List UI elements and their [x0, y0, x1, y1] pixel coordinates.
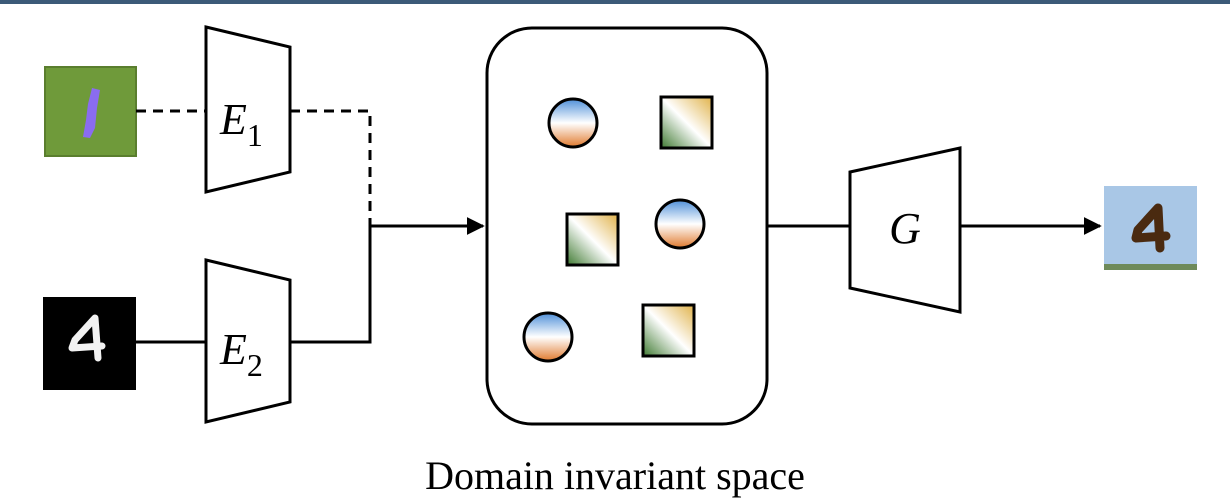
latent-circle-3 [522, 311, 574, 363]
output-image-digit [1104, 186, 1197, 270]
latent-circle-1 [547, 97, 599, 149]
dashed-connector-e1-out [290, 109, 372, 226]
encoder-e2-label: E2 [219, 325, 263, 383]
latent-square-3 [641, 303, 696, 358]
top-border [0, 0, 1230, 4]
connector-e2-out [290, 226, 372, 344]
encoder-e1: E1 [204, 25, 292, 194]
input-image-color-digit [44, 66, 137, 157]
latent-circle-2 [654, 198, 706, 250]
encoder-e2: E2 [204, 258, 292, 424]
generator-label: G [889, 204, 921, 253]
input-image-mnist-digit [43, 297, 136, 390]
latent-square-1 [659, 95, 714, 150]
latent-space-caption: Domain invariant space [425, 453, 805, 498]
encoder-e1-label: E1 [219, 95, 263, 153]
latent-square-2 [565, 212, 620, 267]
latent-space-box [485, 26, 769, 426]
generator-g: G [848, 146, 962, 314]
